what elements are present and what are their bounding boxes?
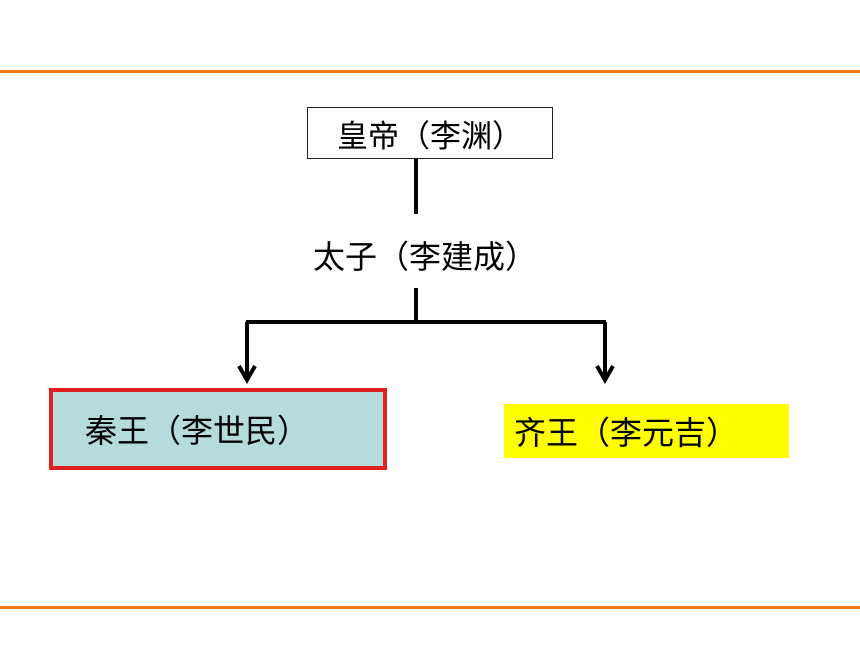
qin-prince-label: 秦王（李世民） bbox=[85, 412, 310, 450]
crown-prince-label: 太子（李建成） bbox=[312, 238, 537, 276]
bottom-orange-rule bbox=[0, 606, 860, 609]
qin-prince-node: 秦王（李世民） bbox=[49, 388, 387, 470]
top-orange-rule bbox=[0, 70, 860, 73]
crown-prince-node: 太子（李建成） bbox=[290, 230, 560, 280]
qi-prince-node: 齐王（李元吉） bbox=[504, 404, 789, 458]
qi-prince-label: 齐王（李元吉） bbox=[514, 414, 739, 452]
emperor-node: 皇帝（李渊） bbox=[307, 107, 553, 159]
right-arrowhead-icon bbox=[595, 365, 615, 385]
left-arrowhead-icon bbox=[237, 365, 257, 385]
emperor-label: 皇帝（李渊） bbox=[337, 118, 523, 155]
